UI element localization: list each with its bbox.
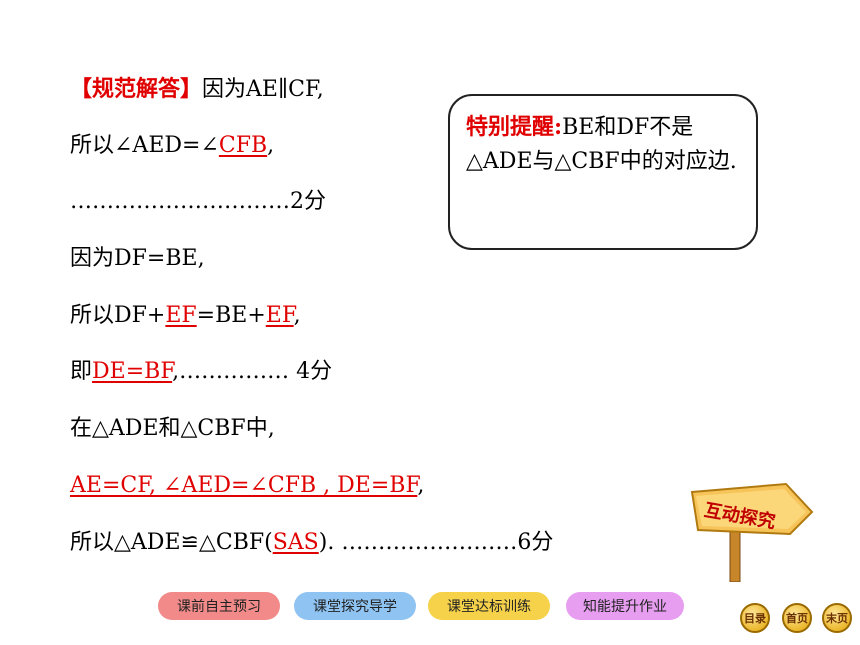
answer-blank: CFB [218,133,268,158]
nav-button-class-practice[interactable]: 课堂达标训练 [428,592,550,620]
solution-text: , [293,303,301,328]
answer-blank: EF [265,303,294,328]
score-marker: …………………………2分 [70,189,326,214]
nav-button-homework[interactable]: 知能提升作业 [566,592,684,620]
solution-text: 在△ADE和△CBF中, [70,416,275,441]
solution-line-6: 即DE=BF,…………… 4分 [70,357,332,387]
answer-blank: AE=CF, ∠AED=∠CFB , DE=BF [70,473,418,498]
solution-text: , [417,473,425,498]
first-page-button[interactable]: 首页 [782,603,812,633]
answer-blank: SAS [272,530,319,555]
solution-heading: 【规范解答】 [70,76,203,102]
solution-text: ,…………… 4分 [172,359,333,384]
answer-blank: EF [165,303,197,328]
solution-line-4: 因为DF=BE, [70,244,205,274]
solution-line-1: 【规范解答】因为AE∥CF, [70,74,324,105]
last-page-button[interactable]: 末页 [822,603,852,633]
solution-line-5: 所以DF+EF=BE+EF, [70,301,301,331]
nav-button-guided-study[interactable]: 课堂探究导学 [294,592,416,620]
first-page-label: 首页 [786,612,808,625]
special-reminder-box: 特别提醒:BE和DF不是△ADE与△CBF中的对应边. [448,94,758,250]
solution-line-3: …………………………2分 [70,187,326,217]
solution-text: 即 [70,359,93,384]
solution-line-8: AE=CF, ∠AED=∠CFB , DE=BF, [70,471,424,501]
nav-button-label: 课堂探究导学 [313,599,397,615]
solution-text: 因为AE∥CF, [202,77,324,102]
solution-text: ). ……………………6分 [318,530,554,555]
signpost-icon [690,482,814,583]
interactive-explore-sign[interactable]: 互动探究 [690,482,815,583]
solution-text: 所以△ADE≌△CBF( [70,530,273,555]
reminder-text: BE和DF不是△ADE与△CBF中的对应边. [466,115,737,174]
nav-button-label: 课堂达标训练 [447,599,531,615]
solution-text: =BE+ [196,303,266,328]
solution-line-9: 所以△ADE≌△CBF(SAS). ……………………6分 [70,528,553,558]
nav-button-label: 课前自主预习 [177,599,261,615]
nav-button-label: 知能提升作业 [583,599,667,615]
answer-blank: DE=BF [92,359,173,384]
reminder-label: 特别提醒: [466,114,563,140]
solution-line-7: 在△ADE和△CBF中, [70,414,275,444]
solution-text: 因为DF=BE, [70,246,205,271]
solution-text: 所以∠AED=∠ [70,133,219,158]
last-page-label: 末页 [826,612,848,625]
nav-button-preview[interactable]: 课前自主预习 [158,592,280,620]
contents-label: 目录 [744,612,766,625]
solution-line-2: 所以∠AED=∠CFB, [70,131,274,161]
solution-text: , [267,133,275,158]
contents-button[interactable]: 目录 [740,603,770,633]
solution-text: 所以DF+ [70,303,166,328]
